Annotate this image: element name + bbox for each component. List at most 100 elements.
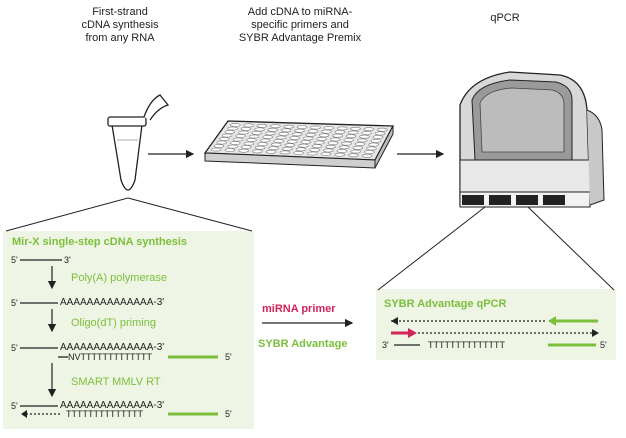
row4-5prime: 5': [11, 401, 18, 411]
step-1-line-2: cDNA synthesis: [81, 19, 159, 31]
plate-well: [259, 138, 271, 143]
row1-3prime: 3': [64, 255, 71, 265]
plate-well: [251, 130, 263, 135]
plate-well: [227, 144, 238, 149]
plate-well: [235, 134, 246, 138]
plate-well: [213, 144, 225, 148]
plate-well: [291, 132, 303, 137]
plate-well: [336, 149, 348, 153]
polya-polymerase-label: Poly(A) polymerase: [71, 272, 167, 284]
row3-sequence: AAAAAAAAAAAAAA-3': [60, 342, 165, 353]
plate-well: [284, 143, 296, 148]
plate-well: [309, 147, 321, 152]
plate-well: [347, 130, 359, 135]
plate-well: [366, 146, 377, 151]
row2-sequence: AAAAAAAAAAAAAA-3': [60, 297, 165, 308]
plate-well: [283, 124, 295, 129]
plate-well: [219, 137, 230, 141]
qpcr-5prime: 5': [600, 340, 607, 350]
plate-well: [275, 135, 287, 140]
plate-well: [322, 148, 334, 153]
plate-well: [298, 143, 309, 148]
plate-well: [320, 152, 332, 157]
plate-well: [279, 150, 291, 155]
step-2-line-3: SYBR Advantage Premix: [238, 32, 362, 44]
plate-well: [286, 139, 298, 144]
plate-well: [270, 142, 282, 147]
plate-well: [372, 135, 384, 140]
plate-well: [232, 137, 244, 142]
plate-well: [343, 137, 355, 142]
qpcr-panel: [376, 289, 616, 360]
step-1-label: First-strand cDNA synthesis from any RNA: [55, 6, 185, 45]
plate-well: [243, 141, 255, 146]
row3-5prime: 5': [11, 343, 18, 353]
row2-5prime: 5': [11, 298, 18, 308]
oligo-dt-priming-label: Oligo(dT) priming: [71, 317, 156, 329]
plate-well: [363, 127, 375, 132]
plate-well: [368, 142, 380, 147]
row4b-5prime: 5': [225, 409, 232, 419]
plate-well: [350, 149, 362, 154]
plate-well: [270, 124, 281, 129]
plate-well: [295, 147, 307, 152]
plate-well: [316, 136, 328, 141]
plate-well: [361, 153, 373, 158]
mirx-panel: [3, 231, 254, 429]
plate-well: [210, 147, 222, 152]
plate-well: [224, 148, 236, 153]
plate-well: [356, 138, 368, 143]
mirna-primer-label: miRNA primer: [262, 303, 336, 315]
plate-well: [334, 130, 346, 135]
step-2-label: Add cDNA to miRNA- specific primers and …: [215, 6, 385, 45]
step-2-line-2: specific primers and: [251, 19, 349, 31]
plate-well: [318, 133, 330, 138]
plate-well: [248, 134, 260, 139]
step-1-line-3: from any RNA: [85, 32, 155, 44]
plate-well: [314, 140, 325, 145]
plate-well: [310, 125, 321, 130]
plate-well: [265, 149, 277, 154]
step-2-line-1: Add cDNA to miRNA-: [247, 6, 353, 18]
row4-sequence: AAAAAAAAAAAAAA-3': [60, 400, 165, 411]
plate-well: [341, 141, 352, 146]
mirx-panel-title: Mir-X single-step cDNA synthesis: [12, 236, 188, 248]
plate-well: [254, 145, 266, 150]
row1-5prime: 5': [11, 255, 18, 265]
plate-well: [264, 131, 276, 136]
plate-well: [273, 139, 285, 143]
plate-well: [230, 141, 241, 145]
plate-well: [227, 126, 238, 131]
plate-well: [325, 144, 336, 149]
plate-well: [224, 130, 236, 134]
plate-well: [268, 146, 279, 151]
plate-well: [289, 135, 301, 140]
plate-well: [321, 129, 332, 134]
tube-icon: [107, 94, 170, 191]
plate-well: [294, 128, 305, 133]
plate-well: [323, 126, 335, 130]
plate-well: [350, 126, 361, 131]
plate-well: [338, 145, 350, 150]
plate-well: [221, 133, 233, 138]
plate-well: [305, 132, 316, 137]
plate-well: [334, 152, 346, 157]
qpcr-machine-icon: [459, 71, 605, 208]
plate-well: [354, 142, 366, 147]
plate-well: [336, 126, 348, 131]
row3b-5prime: 5': [225, 352, 232, 362]
plate-well: [296, 125, 308, 130]
plate-well: [376, 127, 388, 132]
smart-mmlv-rt-label: SMART MMLV RT: [71, 376, 161, 388]
plate-well: [281, 146, 293, 151]
plate-well: [327, 141, 339, 146]
step-3-label: qPCR: [490, 12, 520, 24]
plate-well: [345, 134, 357, 139]
plate-well: [262, 135, 274, 139]
plate-well: [246, 138, 257, 142]
plate-well: [361, 131, 373, 135]
plate-well: [243, 123, 254, 128]
plate-well: [238, 130, 249, 135]
plate-icon: [203, 120, 395, 169]
plate-well: [280, 128, 292, 133]
